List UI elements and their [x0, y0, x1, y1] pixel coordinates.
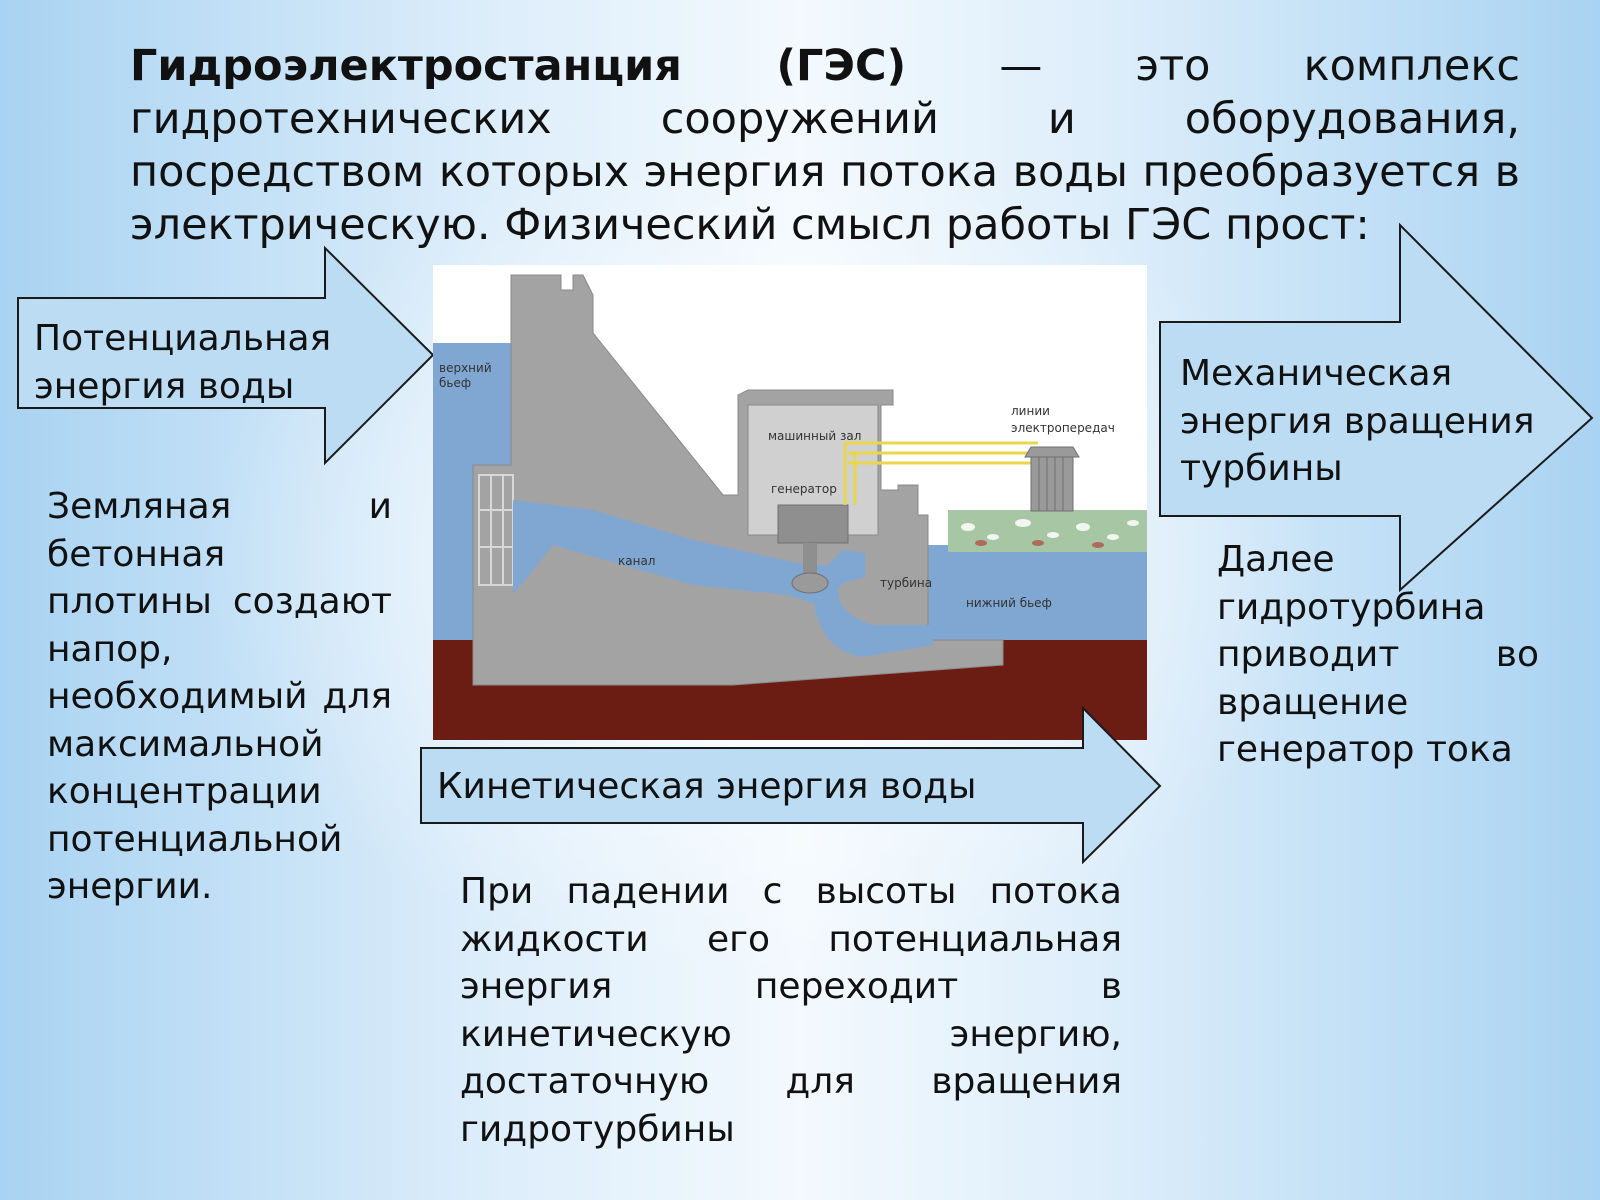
shore-stones-red	[975, 540, 1104, 548]
dam-concrete	[472, 274, 1004, 686]
draft-tube-water	[813, 590, 933, 657]
arrow-mechanical-label: Механическая энергия вращения турбины	[1180, 353, 1535, 489]
intro-definition: — это комплекс гидротехнических сооружен…	[130, 41, 1520, 250]
intro-paragraph: Гидроэлектростанция (ГЭС) — это комплекс…	[130, 40, 1520, 252]
label-power-lines-2: электропередач	[1011, 421, 1115, 435]
arrow-kinetic-label: Кинетическая энергия воды	[437, 766, 977, 807]
arrow-potential-label: Потенциальная энергия воды	[34, 318, 332, 407]
ground	[433, 640, 1147, 740]
label-upper-pool-1: верхний	[439, 361, 492, 375]
channel-water	[513, 500, 865, 605]
label-lower-pool: нижний бьеф	[966, 596, 1052, 610]
generator-block	[777, 504, 849, 544]
label-turbine: турбина	[880, 576, 932, 590]
transformer	[1024, 446, 1080, 512]
turbine-wheel	[791, 572, 829, 594]
lower-pool-water	[928, 545, 1147, 640]
hydro-plant-diagram: верхний бьеф машинный зал генератор лини…	[433, 265, 1147, 740]
label-channel: канал	[618, 554, 655, 568]
text-turbine-explanation: Далее гидротурбина приводит во вращение …	[1217, 539, 1539, 770]
label-generator: генератор	[771, 482, 837, 496]
text-kinetic-explanation: При падении с высоты потока жидкости его…	[460, 871, 1122, 1150]
label-upper-pool-2: бьеф	[439, 376, 471, 390]
turbine-shaft	[803, 543, 817, 579]
label-power-lines-1: линии	[1011, 404, 1050, 418]
power-cables	[843, 441, 1038, 505]
intro-term: Гидроэлектростанция (ГЭС)	[130, 41, 907, 91]
label-machine-hall: машинный зал	[768, 429, 861, 443]
text-dam-explanation: Земляная и бетонная плотины создают напо…	[47, 486, 392, 907]
shore-stones	[961, 519, 1139, 540]
